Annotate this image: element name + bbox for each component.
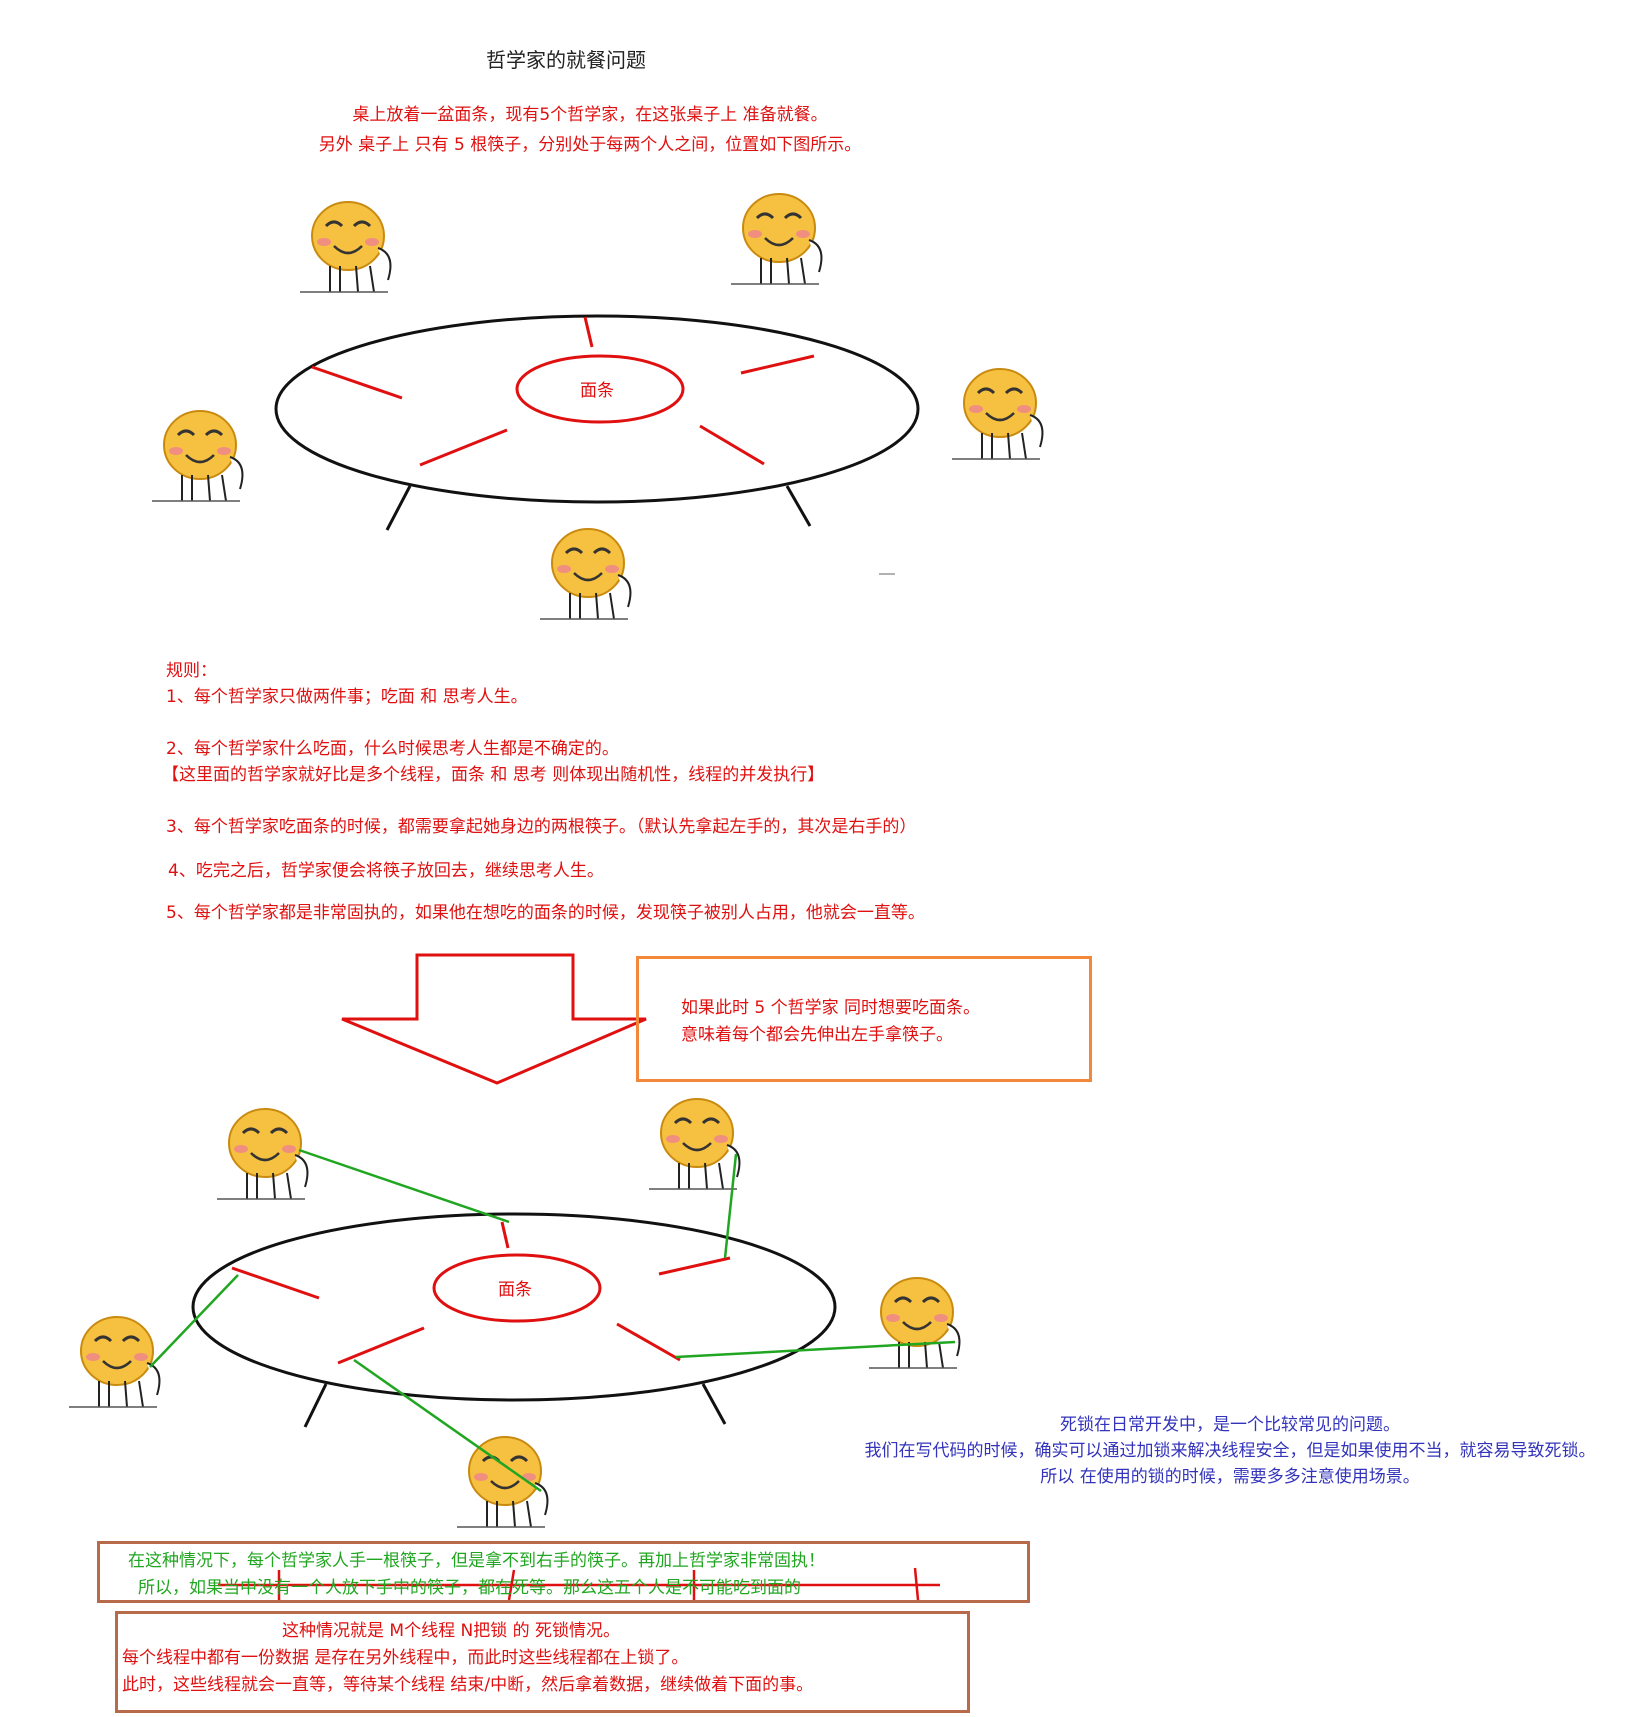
bottom-table [191, 1212, 837, 1402]
top-philosopher-2 [729, 192, 823, 286]
top-table-diagram [150, 192, 1044, 621]
left-hand-link-4 [149, 1274, 239, 1368]
top-chopstick-3 [699, 424, 765, 466]
top-bowl-label: 面条 [580, 381, 614, 401]
conclusion-line-2: 所以，如果当中没有一个人放下手中的筷子，都在死等。那么这五个人是不可能吃到面的 [138, 1578, 801, 1598]
top-noodle-bowl [515, 354, 685, 424]
intro-text: 桌上放着一盆面条，现有5个哲学家，在这张桌子上 准备就餐。 另外 桌子上 只有 … [260, 100, 920, 160]
top-philosopher-3 [950, 367, 1044, 461]
bottom-philosopher-1 [215, 1107, 309, 1201]
left-hand-link-1 [298, 1148, 510, 1224]
summary-line-3: 此时，这些线程就会一直等，等待某个线程 结束/中断，然后拿着数据，继续做着下面的… [122, 1675, 814, 1695]
rule-3: 3、每个哲学家吃面条的时候，都需要拿起她身边的两根筷子。（默认先拿起左手的，其次… [166, 817, 917, 837]
top-chopstick-4 [419, 428, 508, 467]
summary-box: 这种情况就是 M个线程 N把锁 的 死锁情况。 每个线程中都有一份数据 是存在另… [115, 1611, 970, 1713]
summary-line-1: 这种情况就是 M个线程 N把锁 的 死锁情况。 [282, 1621, 620, 1641]
bottom-table-leg-right [701, 1383, 727, 1425]
bottom-philosopher-5 [455, 1435, 549, 1529]
top-chopstick-1 [583, 316, 594, 348]
conclusion-box: 在这种情况下，每个哲学家人手一根筷子，但是拿不到右手的筷子。再加上哲学家非常固执… [97, 1541, 1030, 1603]
deadlock-note-line-1: 死锁在日常开发中，是一个比较常见的问题。 [1060, 1415, 1400, 1435]
bottom-chopstick-4 [337, 1326, 425, 1365]
bottom-philosopher-3 [867, 1276, 961, 1370]
bottom-chopstick-3 [616, 1322, 681, 1362]
rules-heading: 规则： [166, 661, 217, 681]
bottom-table-leg-left [303, 1383, 328, 1428]
rule-1: 1、每个哲学家只做两件事；吃面 和 思考人生。 [166, 687, 528, 707]
top-philosopher-1 [298, 200, 392, 294]
left-hand-link-3 [675, 1340, 956, 1359]
deadlock-note-line-3: 所以 在使用的锁的时候，需要多多注意使用场景。 [1040, 1467, 1420, 1487]
conclusion-line-1: 在这种情况下，每个哲学家人手一根筷子，但是拿不到右手的筷子。再加上哲学家非常固执… [128, 1551, 825, 1571]
rule-2-note: 【这里面的哲学家就好比是多个线程，面条 和 思考 则体现出随机性，线程的并发执行… [162, 765, 825, 785]
top-philosopher-4 [150, 409, 244, 503]
intro-line-1: 桌上放着一盆面条，现有5个哲学家，在这张桌子上 准备就餐。 [352, 105, 828, 125]
intro-line-2: 另外 桌子上 只有 5 根筷子，分别处于每两个人之间，位置如下图所示。 [318, 135, 862, 155]
rule-4: 4、吃完之后，哲学家便会将筷子放回去，继续思考人生。 [168, 861, 604, 881]
bottom-chopstick-2 [658, 1256, 731, 1276]
bottom-philosopher-4 [67, 1315, 161, 1409]
left-hand-link-2 [723, 1153, 738, 1259]
rule-5: 5、每个哲学家都是非常固执的，如果他在想吃的面条的时候，发现筷子被别人占用，他就… [166, 903, 925, 923]
top-chopstick-2 [740, 354, 815, 375]
top-table-leg-left [385, 485, 412, 531]
deadlock-note-line-2: 我们在写代码的时候，确实可以通过加锁来解决线程安全，但是如果使用不当，就容易导致… [864, 1441, 1596, 1461]
bottom-philosopher-2 [647, 1097, 741, 1191]
down-arrow [341, 953, 647, 1085]
page-title: 哲学家的就餐问题 [486, 48, 646, 72]
left-hand-link-5 [353, 1358, 542, 1493]
deadlock-note: 死锁在日常开发中，是一个比较常见的问题。 我们在写代码的时候，确实可以通过加锁来… [790, 1412, 1643, 1490]
rule-2: 2、每个哲学家什么吃面，什么时候思考人生都是不确定的。 [166, 739, 619, 759]
scenario-line-1: 如果此时 5 个哲学家 同时想要吃面条。 [681, 998, 981, 1018]
conclusion-strike-marks [218, 1567, 940, 1601]
scenario-box: 如果此时 5 个哲学家 同时想要吃面条。 意味着每个都会先伸出左手拿筷子。 [636, 956, 1092, 1082]
bottom-noodle-bowl [432, 1253, 602, 1323]
top-table-leg-right [785, 485, 812, 527]
top-chopstick-5 [311, 365, 403, 400]
bottom-bowl-label: 面条 [498, 1280, 532, 1300]
bottom-chopstick-1 [500, 1221, 510, 1249]
top-table [274, 314, 920, 504]
scenario-line-2: 意味着每个都会先伸出左手拿筷子。 [681, 1025, 953, 1045]
bottom-chopstick-5 [231, 1266, 320, 1300]
summary-line-2: 每个线程中都有一份数据 是存在另外线程中，而此时这些线程都在上锁了。 [122, 1648, 689, 1668]
bottom-table-diagram [67, 1097, 961, 1529]
top-philosopher-5 [538, 527, 632, 621]
